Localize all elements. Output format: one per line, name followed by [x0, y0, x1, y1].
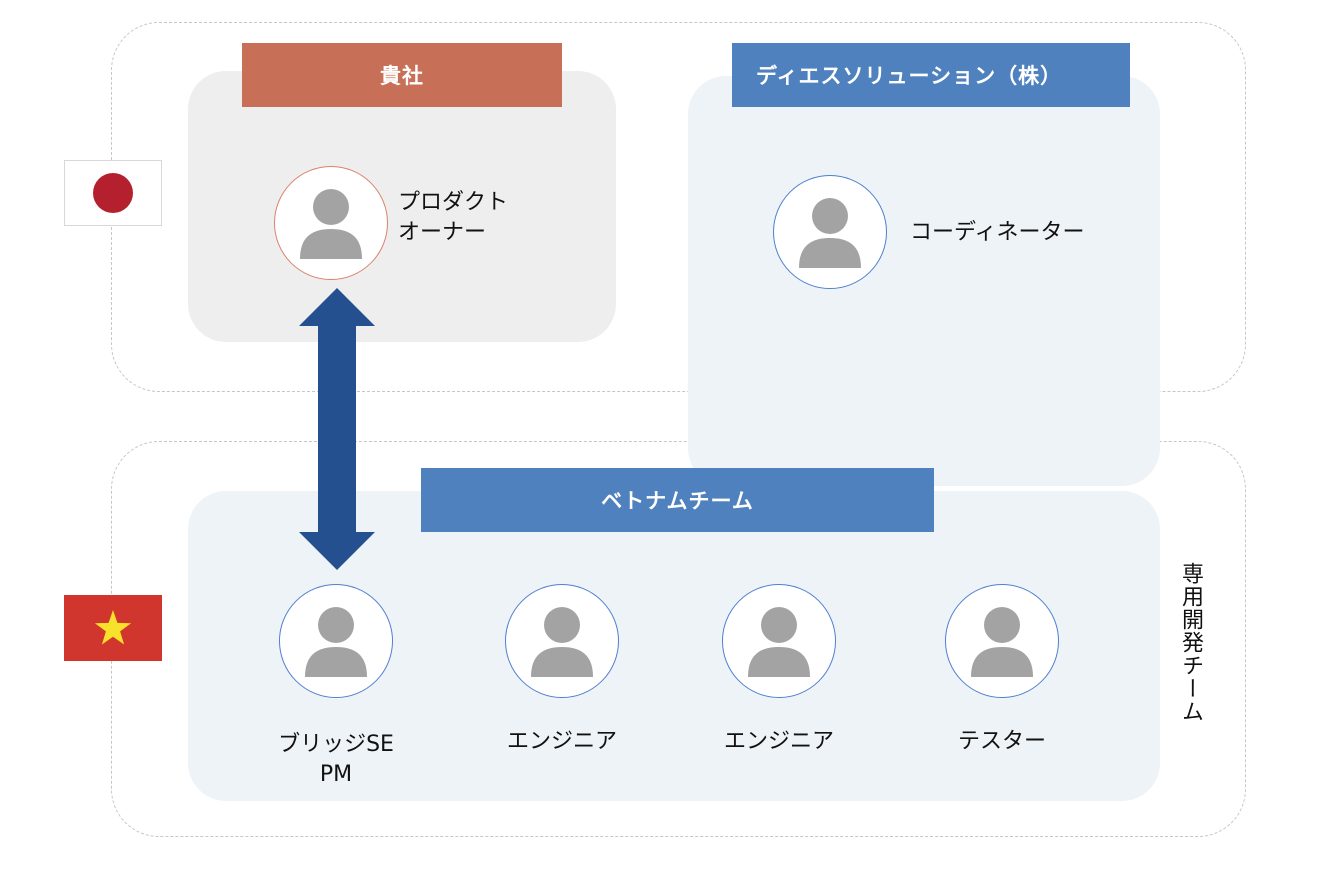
coordinator-label: コーディネーター — [910, 220, 1085, 245]
person-icon — [748, 607, 810, 677]
engineer-label-2: エンジニア — [723, 729, 834, 754]
bridge-se-label: ブリッジSE PM — [278, 732, 394, 787]
partner-panel — [688, 76, 1160, 486]
client-company-label: 貴社 — [380, 64, 424, 88]
japan-flag-icon — [64, 160, 162, 226]
product-owner-label: プロダクト オーナー — [398, 190, 509, 245]
person-icon — [799, 198, 861, 268]
tester-avatar — [945, 584, 1059, 698]
engineer-label-1: エンジニア — [506, 729, 617, 754]
person-icon — [300, 189, 362, 259]
dedicated-team-label: 専用開発チーム — [1178, 562, 1203, 723]
vietnam-flag-icon — [64, 595, 162, 661]
client-panel — [188, 71, 616, 342]
engineer-avatar-2 — [722, 584, 836, 698]
coordinator-avatar — [773, 175, 887, 289]
person-icon — [971, 607, 1033, 677]
bridge-se-avatar — [279, 584, 393, 698]
team-banner: ベトナムチーム — [421, 468, 934, 532]
engineer-avatar-1 — [505, 584, 619, 698]
person-icon — [305, 607, 367, 677]
partner-company-label: ディエスソリューション（株） — [756, 64, 1063, 88]
product-owner-avatar — [274, 166, 388, 280]
team-label: ベトナムチーム — [601, 489, 754, 513]
double-arrow-icon — [298, 288, 376, 570]
partner-company-banner: ディエスソリューション（株） — [732, 43, 1130, 107]
tester-label: テスター — [957, 729, 1046, 754]
client-company-banner: 貴社 — [242, 43, 562, 107]
person-icon — [531, 607, 593, 677]
